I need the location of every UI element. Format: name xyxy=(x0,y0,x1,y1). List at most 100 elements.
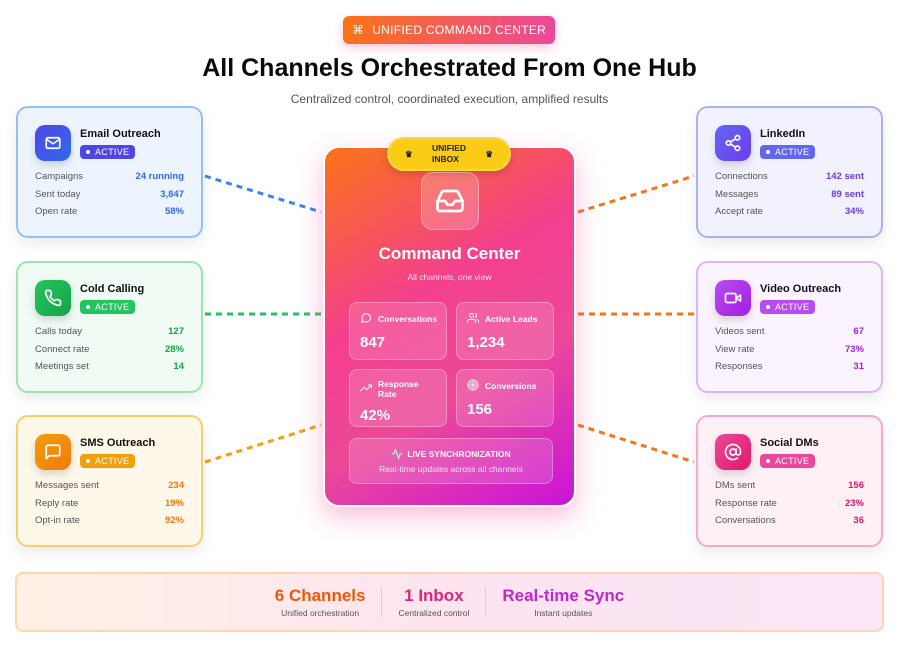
metric-value: 14 xyxy=(173,361,184,373)
status-badge: ACTIVE xyxy=(760,454,816,468)
metric-label: Meetings set xyxy=(35,361,89,373)
stat-value: 1,234 xyxy=(467,334,505,351)
metric-value: 19% xyxy=(164,497,184,509)
metric-label: Sent today xyxy=(35,188,81,200)
crown-icon: ♛ xyxy=(485,148,493,159)
metric-label: Messages xyxy=(715,188,759,200)
status-badge: ACTIVE xyxy=(80,145,136,159)
page-subtitle: Centralized control, coordinated executi… xyxy=(290,92,609,106)
summary-value: Real-time Sync xyxy=(502,586,625,605)
metric-label: Open rate xyxy=(35,206,78,218)
share-icon xyxy=(715,125,751,161)
metric-row: Videos sent 67 xyxy=(715,326,864,344)
channel-name: Cold Calling xyxy=(80,283,145,295)
metric-label: Response rate xyxy=(715,497,777,509)
metric-value: 3,847 xyxy=(160,188,184,200)
stat-label: Conversions xyxy=(485,381,537,391)
metric-label: Videos sent xyxy=(715,326,765,337)
command-icon: ⌘ xyxy=(351,23,365,37)
metric-label: Responses xyxy=(715,361,763,373)
metric-value: 234 xyxy=(168,480,184,491)
stat-value: 42% xyxy=(360,407,391,424)
metric-row: Meetings set 14 xyxy=(35,361,184,379)
metric-value: 31 xyxy=(853,361,864,373)
metric-value: 34% xyxy=(844,206,864,218)
chat-icon xyxy=(360,312,372,326)
summary-label: Unified orchestration xyxy=(281,608,360,618)
trending-up-icon xyxy=(360,382,372,396)
channel-name: Video Outreach xyxy=(760,283,842,295)
target-icon xyxy=(467,379,479,393)
page-title: All Channels Orchestrated From One Hub xyxy=(202,54,697,82)
header-pill: ⌘UNIFIED COMMAND CENTER xyxy=(343,16,555,44)
metric-label: Accept rate xyxy=(715,206,764,218)
metric-value: 24 running xyxy=(135,171,184,182)
summary-label: Instant updates xyxy=(534,608,593,618)
status-badge: ACTIVE xyxy=(760,300,816,314)
command-center-panel: Command Center All channels, one view Co… xyxy=(323,146,576,507)
stat-value: 156 xyxy=(467,401,493,418)
metric-label: View rate xyxy=(715,343,755,355)
command-center-subtitle: All channels, one view xyxy=(407,272,492,282)
metric-label: Reply rate xyxy=(35,497,79,509)
at-icon xyxy=(715,434,751,470)
connector-email xyxy=(204,174,322,214)
stat-conversions: Conversions 156 xyxy=(456,369,554,427)
stat-label: Response Rate xyxy=(378,379,419,399)
metric-value: 28% xyxy=(164,343,184,355)
divider xyxy=(485,587,487,617)
divider xyxy=(381,587,383,617)
inbox-icon xyxy=(421,172,479,230)
connector-social xyxy=(577,423,695,464)
connector-linkedin xyxy=(577,174,695,214)
metric-row: Reply rate 19% xyxy=(35,498,184,516)
summary-value: 1 Inbox xyxy=(404,586,464,605)
metric-value: 67 xyxy=(853,326,864,337)
live-sync-title: LIVE SYNCHRONIZATION xyxy=(407,449,511,459)
activity-icon xyxy=(392,448,403,460)
status-badge: ACTIVE xyxy=(80,300,136,314)
metric-row: Conversations 36 xyxy=(715,515,864,533)
metric-value: 58% xyxy=(164,206,184,218)
summary-value: 6 Channels xyxy=(274,586,366,605)
stat-value: 847 xyxy=(360,334,386,351)
metric-label: Calls today xyxy=(35,326,82,337)
metric-value: 92% xyxy=(164,515,184,527)
metric-label: Conversations xyxy=(715,515,776,527)
metric-value: 36 xyxy=(853,515,864,527)
summary-label: Centralized control xyxy=(398,608,470,618)
status-badge: ACTIVE xyxy=(760,145,816,159)
phone-icon xyxy=(35,280,71,316)
metric-row: Messages 89 sent xyxy=(715,189,864,207)
live-sync-subtitle: Real-time updates across all channels xyxy=(379,464,523,474)
badge-line-2: INBOX xyxy=(432,154,459,164)
metric-row: Connect rate 28% xyxy=(35,344,184,362)
channel-name: LinkedIn xyxy=(760,128,806,140)
users-icon xyxy=(467,312,480,326)
metric-row: Accept rate 34% xyxy=(715,206,864,224)
metric-label: Connections xyxy=(715,171,768,182)
video-icon xyxy=(715,280,751,316)
metric-value: 89 sent xyxy=(831,188,864,200)
metric-label: Connect rate xyxy=(35,343,90,355)
